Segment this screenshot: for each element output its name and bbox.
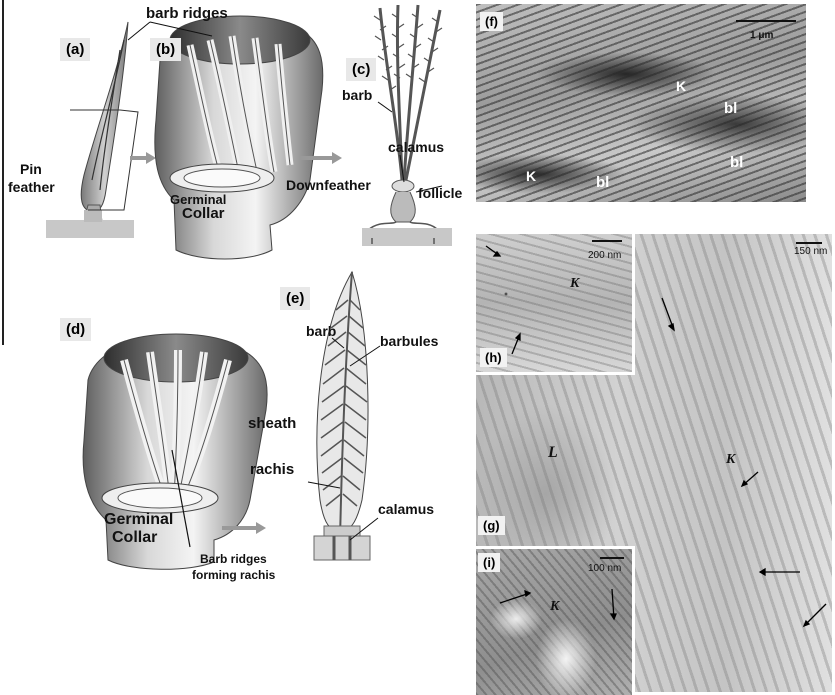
micrograph-f: (f) 1 μm K bl bl bl K [476, 4, 806, 202]
label-rachis: rachis [250, 462, 294, 477]
label-feather: feather [8, 180, 55, 195]
label-downfeather: Downfeather [286, 178, 371, 193]
label-collar-b: Collar [182, 206, 225, 221]
contour-feather-drawing [314, 272, 370, 560]
label-barbules: barbules [380, 334, 438, 349]
label-calamus-e: calamus [378, 502, 434, 517]
germinal-collar-d-drawing [83, 334, 267, 569]
panel-label-b: (b) [150, 38, 181, 61]
label-calamus-c: calamus [388, 140, 444, 155]
em-label-bl-f3: bl [596, 174, 609, 191]
downfeather-drawing [362, 5, 452, 246]
panel-label-f: (f) [480, 12, 503, 31]
panel-label-d: (d) [60, 318, 91, 341]
label-sheath: sheath [248, 416, 296, 431]
label-germinal-d: Germinal [104, 512, 173, 527]
label-barb-e: barb [306, 324, 336, 339]
scale-bar-f [736, 20, 796, 22]
micrograph-i: (i) 100 nm K [476, 546, 635, 695]
micrograph-h: 200 nm K (h) [476, 234, 635, 375]
panel-label-c: (c) [346, 58, 376, 81]
panel-label-e: (e) [280, 287, 310, 310]
em-label-bl-f2: bl [730, 154, 743, 171]
label-barb-c: barb [342, 88, 372, 103]
label-pin: Pin [20, 162, 42, 177]
panel-label-a: (a) [60, 38, 90, 61]
em-label-bl-f1: bl [724, 100, 737, 117]
label-barb-ridges-rachis-2: forming rachis [192, 568, 275, 583]
em-label-k-f2: K [526, 168, 536, 184]
label-collar-d: Collar [112, 530, 157, 545]
label-barb-ridges: barb ridges [146, 6, 228, 21]
label-follicle: follicle [418, 186, 462, 201]
scale-text-f: 1 μm [750, 30, 773, 41]
arrows-h [476, 234, 632, 372]
arrows-i [476, 549, 632, 695]
label-barb-ridges-rachis-1: Barb ridges [200, 552, 267, 567]
em-label-k-f: K [676, 78, 686, 94]
